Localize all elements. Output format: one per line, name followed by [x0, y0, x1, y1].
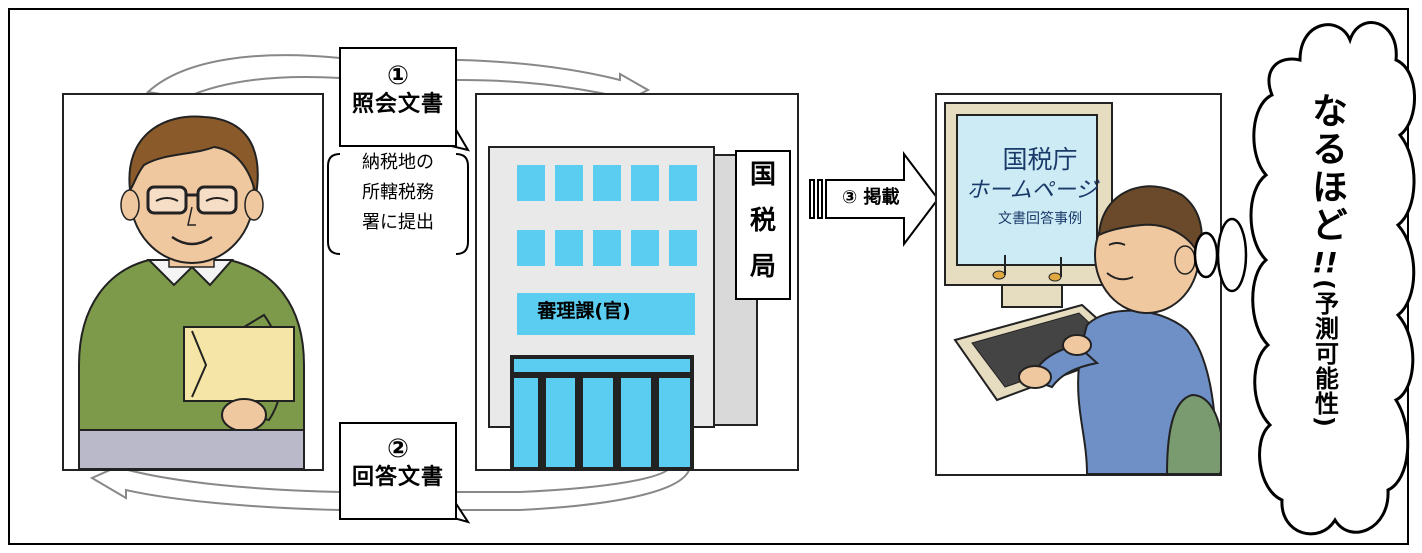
glasses-left [146, 185, 188, 215]
screen-subtitle: ホームページ [966, 178, 1098, 203]
publish-label: ③ 掲載 [842, 187, 900, 208]
computer-panel [935, 93, 1224, 476]
cloud-sub-text: (予測可能性) [1310, 279, 1339, 428]
sign-char-1: 国 [749, 160, 776, 190]
envelope-icon [183, 326, 295, 402]
division-label: 審理課(官) [537, 300, 631, 322]
cloud-text: なるほど !! (予測可能性) [1300, 92, 1350, 452]
step1-inquiry-box: ① 照会文書 [339, 47, 457, 147]
window-grid [517, 165, 697, 335]
hair [128, 115, 259, 196]
person-illustration [78, 115, 305, 470]
person-panel [62, 93, 324, 471]
thought-bubble-medium [1216, 217, 1248, 293]
note-line-2: 所轄税務 [362, 182, 434, 203]
thought-bubble-small [1193, 231, 1219, 279]
monitor-screen [956, 114, 1098, 266]
sign-char-3: 局 [749, 252, 776, 282]
computer-user-illustration [944, 102, 1224, 475]
step1-number: ① [386, 61, 409, 91]
screen-title: 国税庁 [1002, 145, 1078, 174]
music-note-icon [992, 255, 1062, 282]
glasses-right [196, 185, 238, 215]
building-illustration [488, 146, 758, 471]
note-line-1: 納税地の [362, 152, 434, 173]
step2-label: 回答文書 [351, 465, 444, 490]
step2-answer-box: ② 回答文書 [339, 422, 457, 520]
cloud-shape [1249, 21, 1416, 536]
note-line-3: 署に提出 [362, 212, 434, 233]
bottom-flow-arrow [89, 460, 692, 511]
sign-char-2: 税 [749, 206, 776, 236]
step2-number: ② [386, 434, 409, 464]
cloud-exclaim: !! [1312, 246, 1338, 279]
submission-note: 納税地の 所轄税務 署に提出 [332, 148, 464, 258]
screen-caption: 文書回答事例 [998, 211, 1082, 227]
top-flow-arrow [145, 54, 651, 106]
cloud-main-text: なるほど [1306, 92, 1347, 244]
bureau-sign: 国 税 局 [735, 150, 791, 300]
step1-label: 照会文書 [351, 92, 444, 117]
